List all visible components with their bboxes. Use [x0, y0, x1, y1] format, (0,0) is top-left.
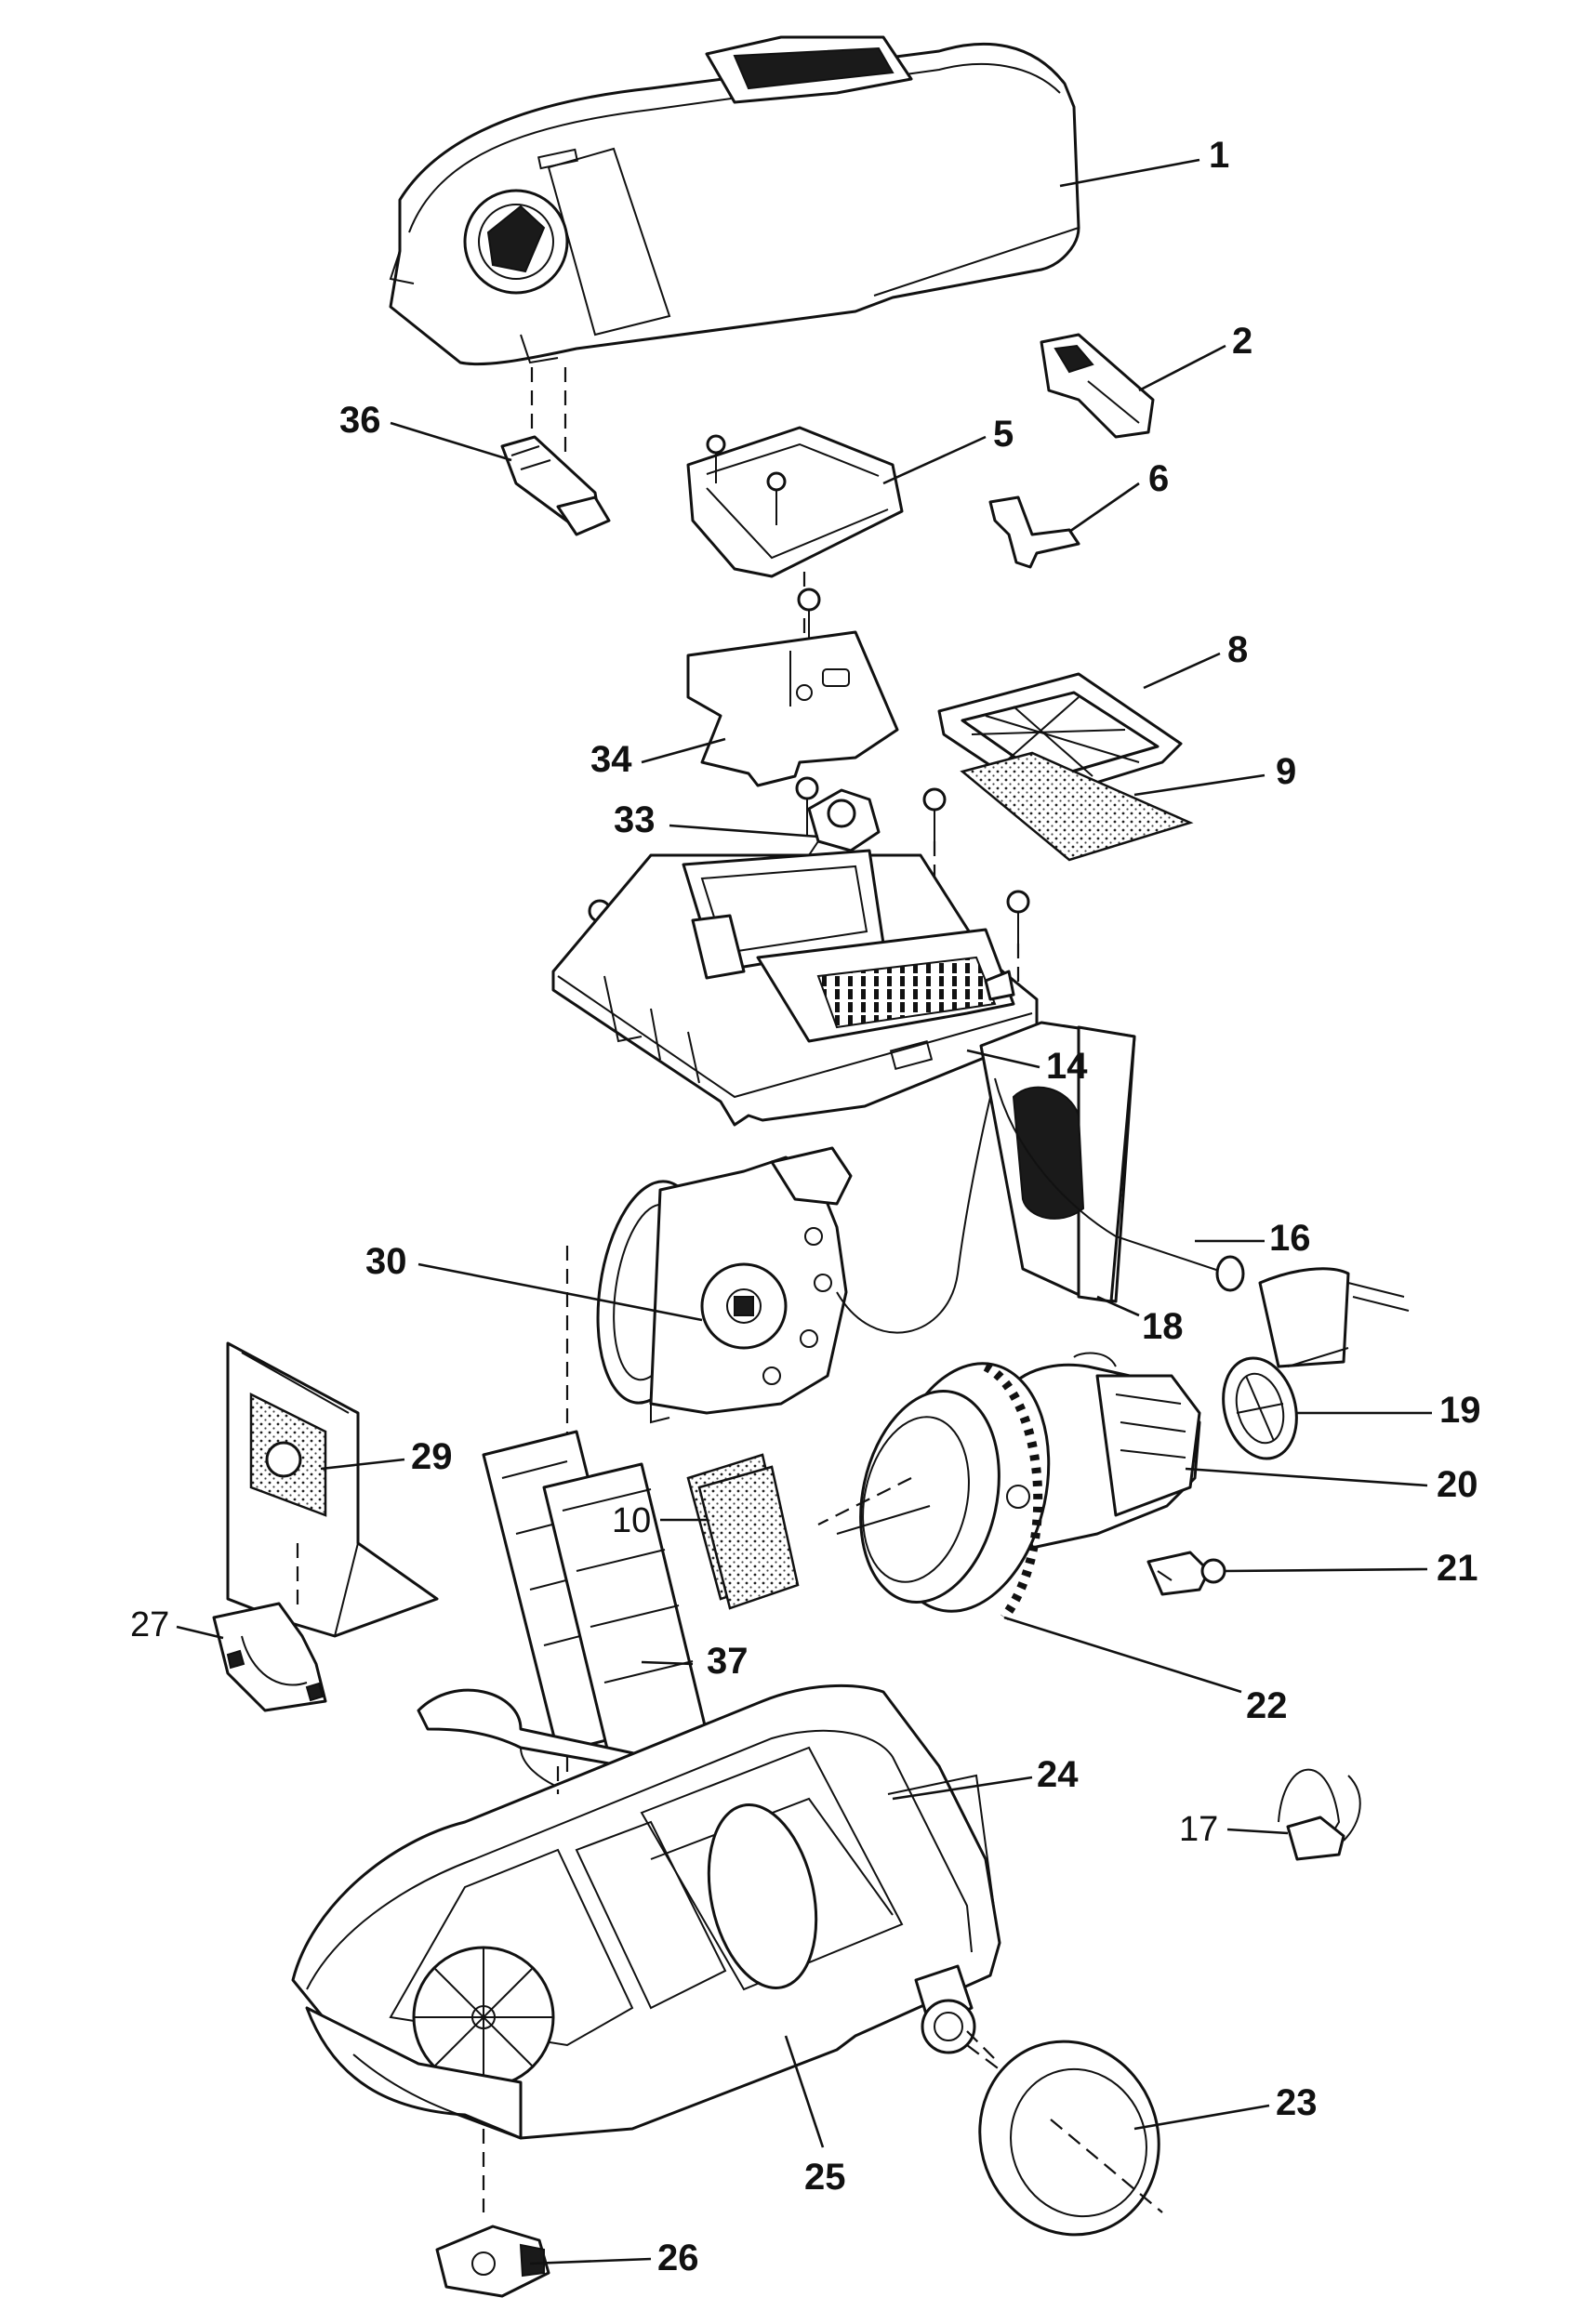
top-cover-part — [389, 35, 1080, 366]
callout-8: 8 — [1227, 629, 1248, 670]
callout-27: 27 — [130, 1605, 169, 1644]
callout-34: 34 — [590, 739, 632, 780]
callout-29: 29 — [411, 1436, 453, 1477]
callout-1: 1 — [1209, 135, 1229, 176]
motor-housing-cover-part — [551, 849, 1039, 1127]
clip-part — [988, 495, 1080, 569]
callout-18: 18 — [1142, 1306, 1184, 1347]
callout-30: 30 — [365, 1241, 407, 1282]
latch-part — [1040, 333, 1155, 439]
callout-16: 16 — [1269, 1218, 1311, 1259]
mounting-plate-part — [686, 630, 899, 787]
callout-5: 5 — [993, 414, 1014, 455]
dust-bag-part — [226, 1341, 439, 1638]
callout-21: 21 — [1437, 1548, 1478, 1589]
bag-holder-part — [212, 1602, 327, 1712]
filter-mat-part — [960, 751, 1194, 862]
end-cap-part — [1222, 1347, 1349, 1460]
connector-part — [1278, 1768, 1361, 1861]
callout-19: 19 — [1439, 1390, 1481, 1431]
callout-33: 33 — [614, 799, 656, 840]
main-body-part — [291, 1684, 1001, 2140]
cord-rewind-cover-part — [686, 426, 904, 578]
power-cord-part — [836, 1021, 1410, 1368]
callouts-layer: 1 2 5 6 8 9 34 33 36 14 16 18 30 — [130, 135, 1481, 2278]
callout-24: 24 — [1037, 1754, 1079, 1795]
callout-9: 9 — [1276, 751, 1296, 792]
callout-14: 14 — [1046, 1046, 1088, 1087]
motor-part — [836, 1352, 1201, 1620]
callout-37: 37 — [707, 1641, 749, 1682]
callout-36: 36 — [339, 400, 381, 441]
callout-6: 6 — [1148, 458, 1169, 499]
callout-26: 26 — [657, 2238, 699, 2278]
pre-filter-part — [686, 1453, 800, 1610]
callout-2: 2 — [1232, 321, 1252, 362]
grille-insert-part — [417, 1430, 713, 1804]
callout-23: 23 — [1276, 2082, 1318, 2123]
cord-reel-part — [596, 1146, 853, 1424]
terminal-part — [1146, 1551, 1226, 1596]
callout-20: 20 — [1437, 1464, 1478, 1505]
wheel-part — [978, 2040, 1163, 2237]
callout-22: 22 — [1246, 1685, 1288, 1726]
callout-10: 10 — [612, 1501, 651, 1540]
caster-part — [435, 2225, 550, 2298]
callout-17: 17 — [1179, 1810, 1218, 1849]
callout-25: 25 — [804, 2157, 846, 2198]
knob-part — [500, 435, 611, 536]
